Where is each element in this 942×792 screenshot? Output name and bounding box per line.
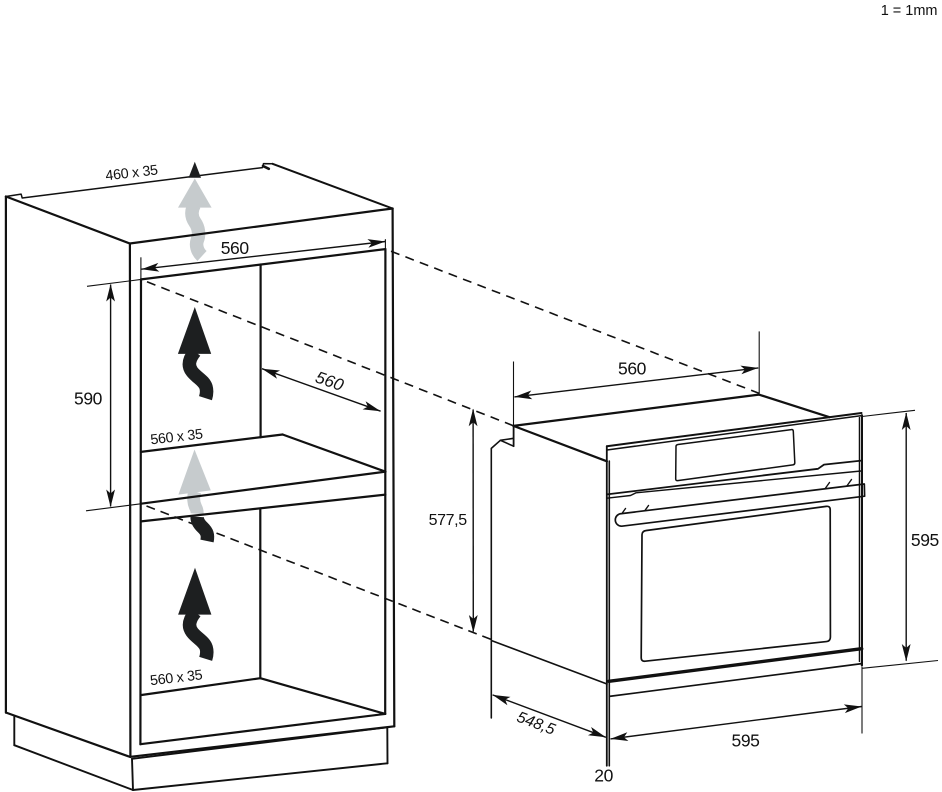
svg-text:560: 560 — [221, 238, 250, 258]
svg-text:590: 590 — [74, 388, 103, 408]
svg-text:577,5: 577,5 — [429, 512, 468, 529]
svg-text:560 x 35: 560 x 35 — [149, 667, 203, 689]
svg-text:1 = 1mm: 1 = 1mm — [881, 3, 938, 19]
svg-text:20: 20 — [594, 766, 613, 786]
svg-text:560: 560 — [618, 358, 647, 378]
svg-text:595: 595 — [911, 530, 939, 550]
svg-text:460 x 35: 460 x 35 — [105, 162, 159, 184]
svg-text:595: 595 — [732, 731, 760, 751]
svg-text:560 x 35: 560 x 35 — [150, 426, 204, 448]
